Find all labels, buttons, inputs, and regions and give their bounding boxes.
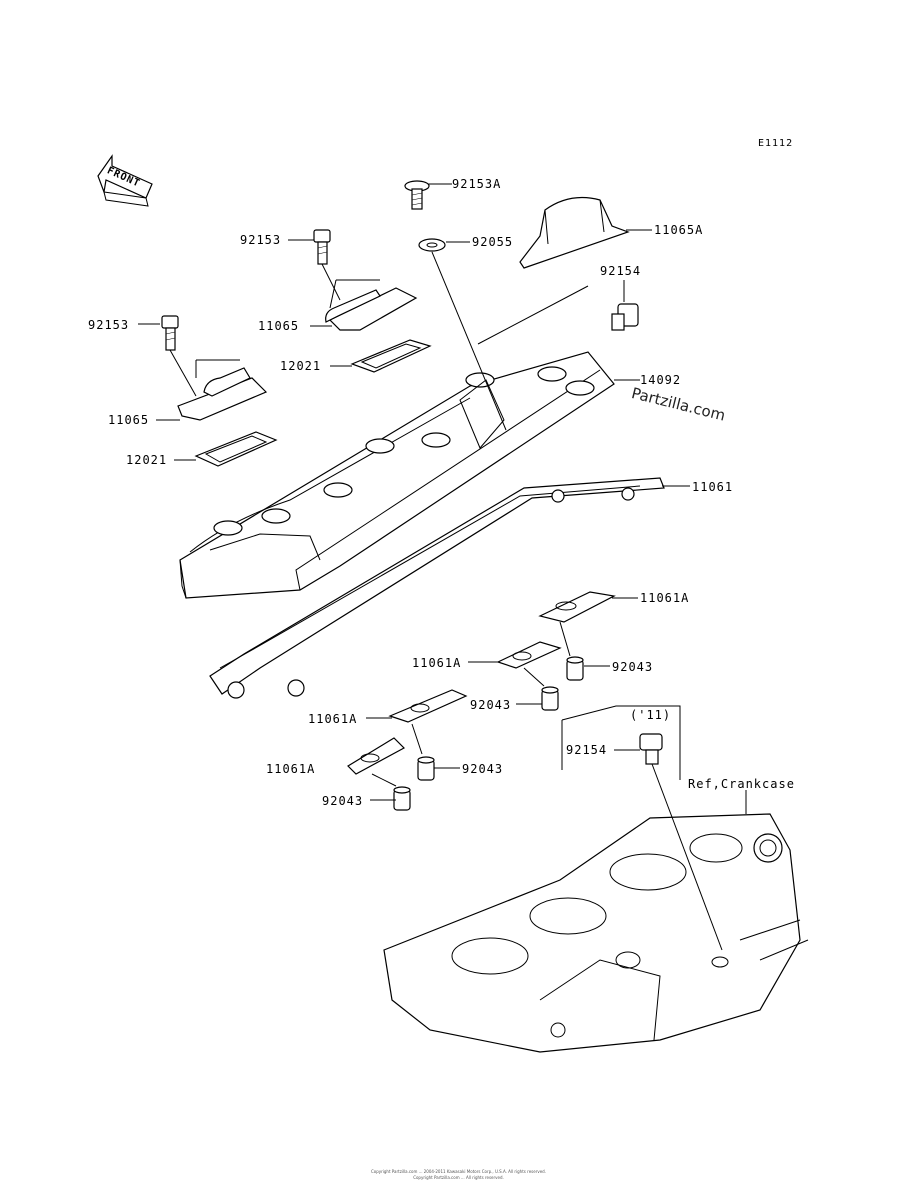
part-label-12021-upper: 12021 xyxy=(280,359,322,373)
leader-lines xyxy=(138,183,747,951)
part-label-92055: 92055 xyxy=(472,235,514,249)
part-label-92043-2: 92043 xyxy=(470,698,512,712)
gasket-12021-upper-icon xyxy=(350,339,432,373)
part-label-11065-upper: 11065 xyxy=(258,319,300,333)
plug-gasket-11061a-2-icon xyxy=(496,641,562,669)
model-year-box xyxy=(561,705,681,780)
part-label-14092: 14092 xyxy=(640,373,682,387)
part-label-11061a-2: 11061A xyxy=(412,656,462,670)
dowel-92043-1-icon xyxy=(566,656,584,681)
copyright-line-2: Copyright Partzilla.com ... All rights r… xyxy=(413,1175,504,1180)
ref-crankcase-label: Ref,Crankcase xyxy=(688,777,795,791)
crankcase-icon xyxy=(383,813,809,1053)
part-label-92153a: 92153A xyxy=(452,177,502,191)
gasket-12021-lower-icon xyxy=(194,431,278,467)
part-label-11065a: 11065A xyxy=(654,223,704,237)
washer-92055-icon xyxy=(418,238,446,252)
plug-gasket-11061a-4-icon xyxy=(347,737,405,775)
part-label-92153-upper: 92153 xyxy=(240,233,282,247)
bolt-92153a-icon xyxy=(404,180,430,210)
part-label-11061: 11061 xyxy=(692,480,734,494)
dowel-92043-3-icon xyxy=(417,756,435,781)
part-label-11065-lower: 11065 xyxy=(108,413,150,427)
part-label-92043-3: 92043 xyxy=(462,762,504,776)
breather-cover-11065-upper-icon xyxy=(325,279,418,331)
part-label-92043-4: 92043 xyxy=(322,794,364,808)
part-label-92154-lower: 92154 xyxy=(566,743,608,757)
part-label-92043-1: 92043 xyxy=(612,660,654,674)
bolt-92153-upper-icon xyxy=(313,229,331,265)
head-cover-14092-icon xyxy=(179,351,615,599)
part-label-12021-lower: 12021 xyxy=(126,453,168,467)
model-note: ('11) xyxy=(630,708,672,722)
gasket-11061-icon xyxy=(209,477,665,699)
copyright-line-1: Copyright Partzilla.com ... 2004-2011 Ka… xyxy=(370,1169,546,1174)
diagram-code: E1112 xyxy=(758,138,794,149)
part-label-92153-left: 92153 xyxy=(88,318,130,332)
plug-gasket-11061a-1-icon xyxy=(538,591,616,623)
dowel-92043-2-icon xyxy=(541,686,559,711)
breather-cover-11065-lower-icon xyxy=(177,359,268,421)
plug-92154-icon xyxy=(611,303,639,331)
dowel-92043-4-icon xyxy=(393,786,411,811)
part-label-11061a-1: 11061A xyxy=(640,591,690,605)
front-arrow-icon xyxy=(97,154,153,207)
part-label-11061a-3: 11061A xyxy=(308,712,358,726)
plug-92154-lower-icon xyxy=(639,733,663,765)
bolt-92153-left-icon xyxy=(161,315,179,351)
plug-gasket-11061a-3-icon xyxy=(388,689,468,723)
cover-11065a-icon xyxy=(519,197,630,269)
part-label-11061a-4: 11061A xyxy=(266,762,316,776)
part-label-92154-upper: 92154 xyxy=(600,264,642,278)
